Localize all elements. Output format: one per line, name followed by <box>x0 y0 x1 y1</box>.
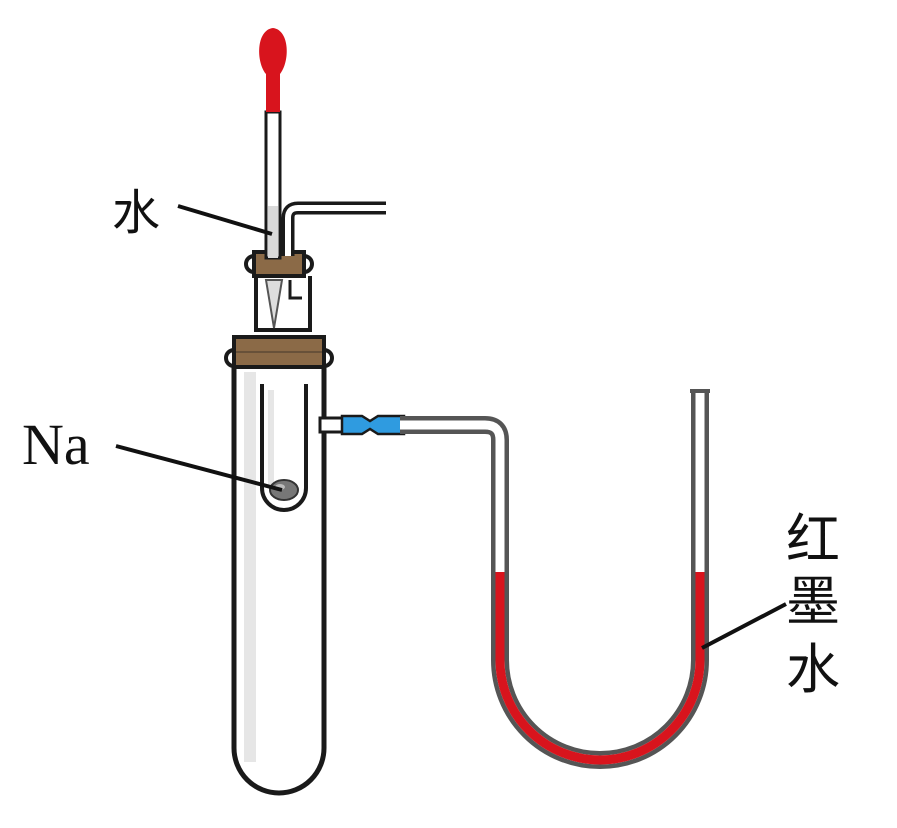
water-leader <box>177 204 273 236</box>
red-ink-liquid <box>495 572 705 765</box>
outlet-tube <box>281 201 386 256</box>
side-arm <box>318 414 406 436</box>
label-red-ink-3: 水 <box>786 638 840 701</box>
label-red-ink-2: 墨 <box>786 570 840 633</box>
test-tube-shading <box>244 372 256 762</box>
label-sodium: Na <box>22 412 90 477</box>
large-stopper <box>224 335 334 369</box>
upper-vessel <box>244 250 314 332</box>
test-tube-icon <box>231 359 327 796</box>
dropper-bulb <box>259 28 287 112</box>
red-ink-leader <box>701 602 787 650</box>
label-red-ink-1: 红 <box>786 508 840 571</box>
sodium-leader <box>115 444 283 492</box>
u-tube-icon <box>400 389 710 769</box>
rubber-connector <box>340 414 406 436</box>
label-water: 水 <box>112 185 160 241</box>
dropper-icon <box>259 28 287 260</box>
